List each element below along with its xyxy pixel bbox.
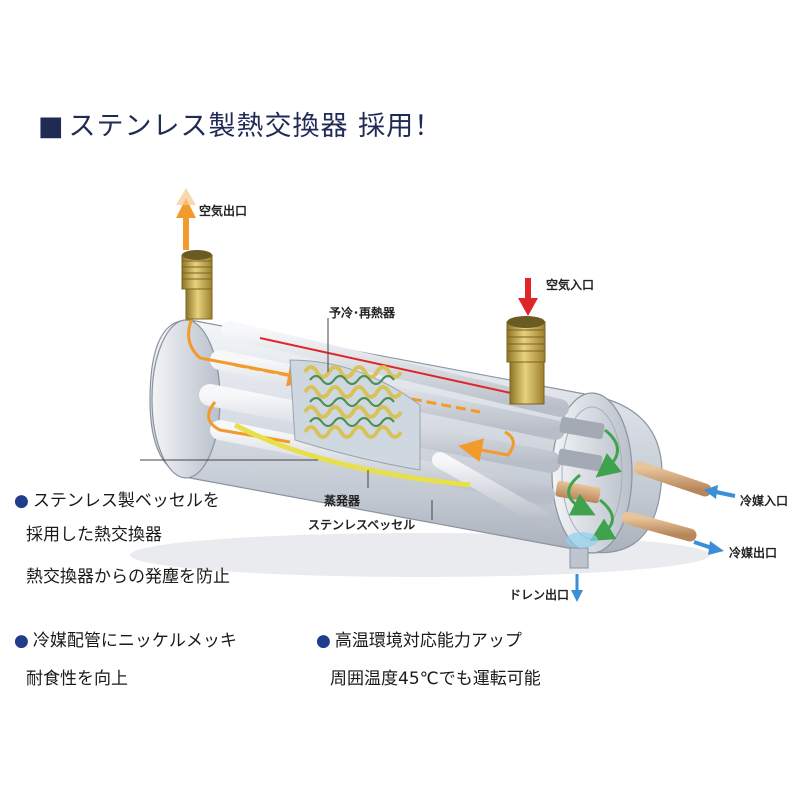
stainless-vessel-label: ステンレスベッセル [308, 516, 415, 533]
air-inlet-label: 空気入口 [546, 276, 594, 293]
feature-2-detail: 耐食性を向上 [26, 664, 128, 689]
air-inlet-arrow [518, 278, 538, 316]
feature-3-detail: 周囲温度45℃でも運転可能 [330, 664, 541, 689]
air-inlet-fitting [507, 316, 545, 404]
feature-1-line-1: ●ステンレス製ベッセルを [14, 486, 220, 511]
drain-outlet-label: ドレン出口 [509, 586, 569, 603]
refrigerant-inlet-label: 冷媒入口 [740, 492, 788, 509]
bullet-dot: ● [14, 491, 29, 511]
feature-1-detail: 熱交換器からの発塵を防止 [26, 562, 230, 587]
precool-reheater-label: 予冷･再熱器 [329, 304, 395, 321]
refrigerant-outlet-label: 冷媒出口 [729, 544, 777, 561]
air-outlet-fitting [182, 250, 212, 319]
evaporator-label: 蒸発器 [324, 492, 360, 509]
feature-1-line-2: 採用した熱交換器 [26, 520, 162, 545]
air-outlet-label: 空気出口 [199, 202, 247, 219]
feature-2-line-1: ●冷媒配管にニッケルメッキ [14, 626, 237, 651]
air-outlet-arrow [176, 188, 196, 250]
drain-outlet-arrow [571, 574, 583, 602]
bullet-dot: ● [316, 631, 331, 651]
bullet-dot: ● [14, 631, 29, 651]
feature-3-line-1: ●高温環境対応能力アップ [316, 626, 522, 651]
